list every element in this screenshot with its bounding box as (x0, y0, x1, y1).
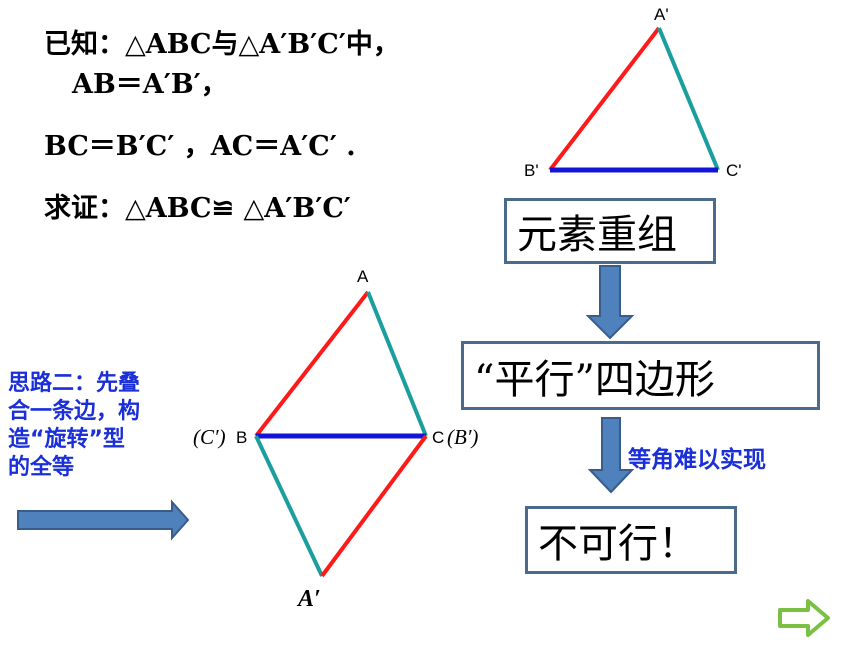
idea-arrow (17, 499, 190, 541)
angle-note: 等角难以实现 (628, 447, 766, 473)
top-side-ac (657, 27, 720, 171)
top-label-b: B' (524, 161, 539, 180)
idea-line-4: 的全等 (8, 455, 75, 480)
flow-arrow-2 (587, 417, 635, 494)
side-ba-prime (254, 435, 324, 577)
top-triangle: A' B' C' (524, 5, 742, 180)
side-ac (366, 291, 428, 437)
top-label-a: A' (654, 5, 669, 24)
label-a: A (357, 267, 369, 286)
label-b-prefix: (C′) (193, 425, 226, 449)
label-b: B (236, 428, 247, 447)
idea-line-3: 造“旋转”型 (8, 427, 125, 452)
label-c: C (432, 428, 444, 447)
box-parallelogram: “平行”四边形 (461, 341, 820, 410)
idea-text: 思路二：先叠 合一条边，构 造“旋转”型 的全等 (8, 370, 140, 482)
side-ca-prime (320, 434, 428, 578)
given-line-2: AB＝A′B′， (72, 69, 228, 100)
side-ab (254, 290, 370, 438)
rotated-figure: A B (C′) C (B′) A′ (193, 267, 478, 612)
prove-line: 求证：△ABC≌ △A′B′C′ (44, 193, 351, 224)
idea-line-1: 思路二：先叠 (8, 371, 141, 396)
given-line-3: BC＝B′C′ ，AC＝A′C′ . (44, 131, 356, 162)
box-element-regroup: 元素重组 (504, 198, 716, 264)
flow-arrow-1 (585, 265, 635, 340)
next-arrow-icon (778, 599, 830, 637)
box-element-regroup-text: 元素重组 (517, 212, 677, 258)
top-label-c: C' (726, 161, 742, 180)
box-parallelogram-text: “平行”四边形 (474, 356, 715, 403)
box-infeasible-text: 不可行！ (538, 521, 698, 567)
top-side-ab (548, 26, 661, 172)
given-line-1: 已知：△ABC与△A′B′C′中， (44, 29, 400, 60)
label-a-prime: A′ (296, 586, 321, 612)
next-slide-button[interactable] (776, 598, 832, 638)
label-c-suffix: (B′) (447, 425, 478, 449)
idea-line-2: 合一条边，构 (8, 399, 141, 424)
box-infeasible: 不可行！ (525, 506, 737, 574)
